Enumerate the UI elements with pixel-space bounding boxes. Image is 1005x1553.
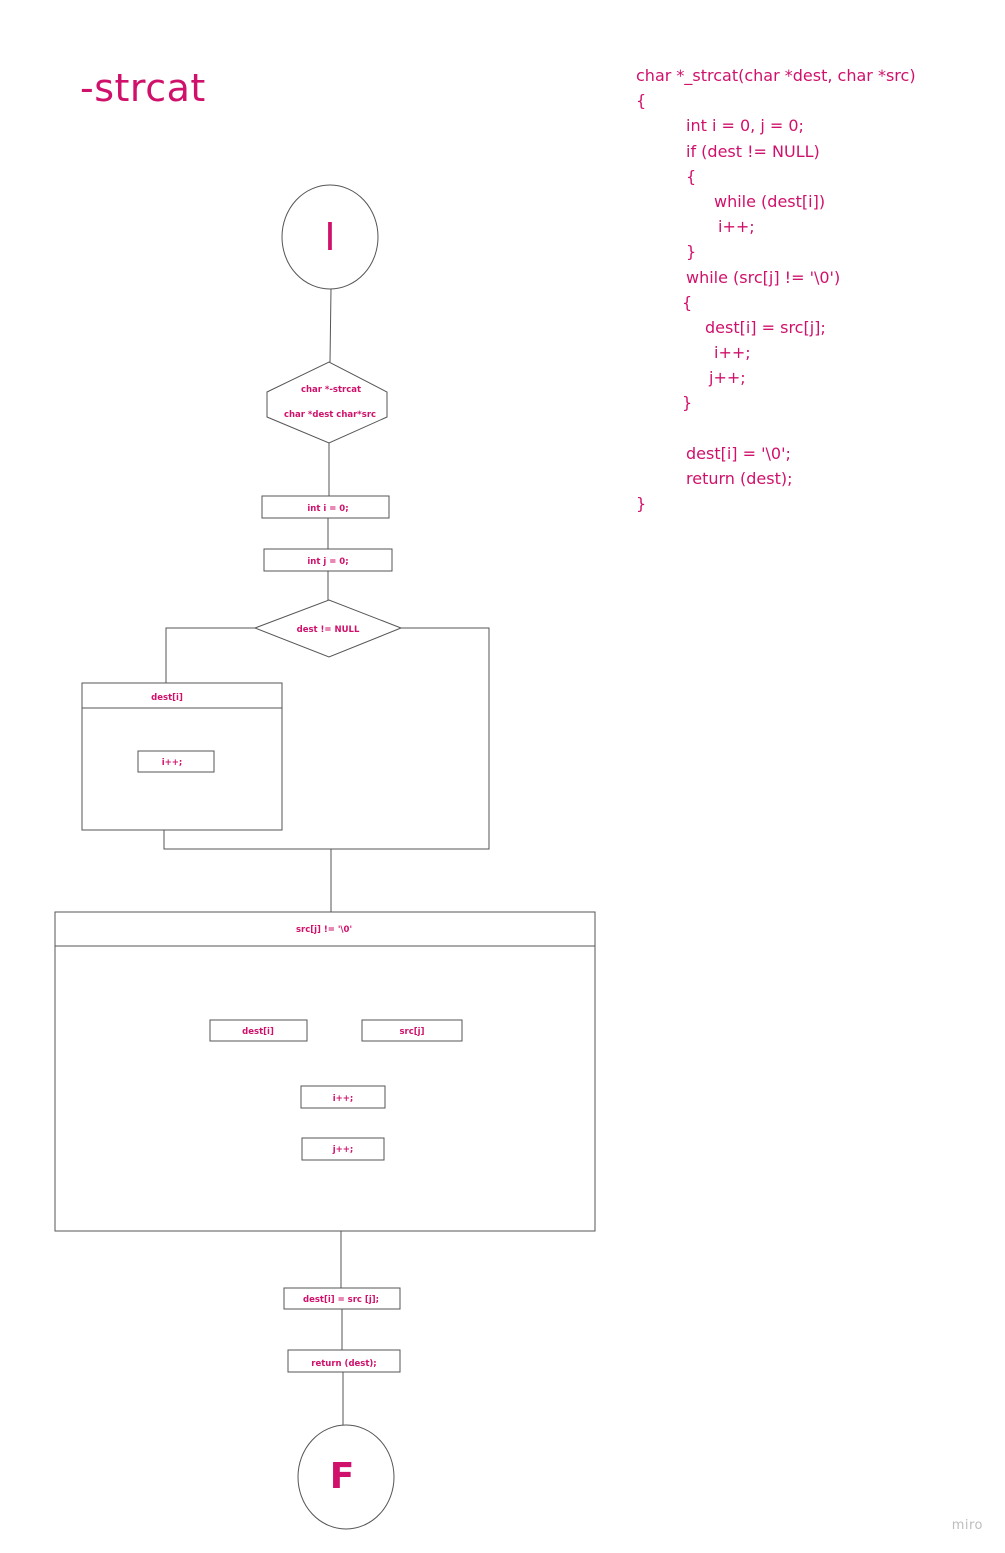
code-line: } — [682, 393, 693, 413]
increment-j-label: j++; — [332, 1145, 354, 1155]
start-label: I — [324, 215, 335, 259]
code-line: } — [636, 494, 647, 514]
start-node[interactable]: I — [281, 184, 379, 290]
assign-right-box — [361, 1019, 463, 1042]
increment-i-box — [300, 1085, 386, 1109]
null-terminate-node[interactable]: dest[i] = src [j]; — [283, 1287, 401, 1310]
code-line: while (dest[i]) — [714, 191, 826, 211]
connectors — [163, 288, 490, 1425]
loop-src-header: src[j] != '\0' — [296, 925, 352, 935]
code-line: int i = 0, j = 0; — [686, 116, 804, 136]
return-node[interactable]: return (dest); — [287, 1349, 401, 1373]
assign-right-label: src[j] — [400, 1027, 425, 1037]
condition-dest-label: dest != NULL — [297, 625, 360, 635]
code-line: } — [686, 242, 697, 262]
code-line: if (dest != NULL) — [686, 141, 820, 161]
return-box — [287, 1349, 401, 1373]
code-line: { — [682, 292, 693, 312]
init-j-box — [263, 548, 393, 572]
loop-src-node[interactable]: src[j] != '\0' dest[i] src[j] i++; j++; — [54, 911, 596, 1232]
condition-dest-shape — [253, 599, 403, 658]
connector-condition-yes — [165, 627, 255, 683]
miro-watermark: miro — [951, 1518, 983, 1533]
code-line: j++; — [709, 368, 746, 388]
function-header-line1: char *-strcat — [301, 385, 361, 395]
code-line: i++; — [714, 343, 751, 363]
function-header-node[interactable]: char *-strcat char *dest char*src — [266, 361, 388, 444]
assign-left-box — [209, 1019, 308, 1042]
null-terminate-box — [283, 1287, 401, 1310]
end-circle — [297, 1424, 395, 1530]
increment-i-label: i++; — [333, 1094, 354, 1104]
code-line: char *_strcat(char *dest, char *src) — [636, 66, 916, 85]
code-line: dest[i] = '\0'; — [686, 443, 791, 463]
function-header-shape — [266, 361, 388, 444]
connector-condition-no-merge — [163, 627, 490, 850]
end-label: F — [330, 1456, 355, 1497]
flowchart-diagram: I char *-strcat char *dest char*src int … — [54, 184, 596, 1530]
assign-left-label: dest[i] — [242, 1027, 274, 1037]
code-line — [636, 416, 916, 441]
condition-dest-node[interactable]: dest != NULL — [253, 599, 403, 658]
increment-j-box — [301, 1137, 385, 1161]
init-i-node[interactable]: int i = 0; — [261, 495, 390, 519]
init-j-node[interactable]: int j = 0; — [263, 548, 393, 572]
init-j-label: int j = 0; — [307, 557, 348, 567]
function-header-line2: char *dest char*src — [284, 410, 376, 420]
init-i-box — [261, 495, 390, 519]
loop-dest-node[interactable]: dest[i] i++; — [81, 682, 283, 831]
page-title: -strcat — [80, 66, 206, 110]
return-label: return (dest); — [311, 1359, 376, 1369]
end-node[interactable]: F — [297, 1424, 395, 1530]
connector-start-to-header — [329, 288, 332, 363]
code-line: return (dest); — [686, 469, 793, 488]
init-i-label: int i = 0; — [307, 504, 348, 514]
code-listing: char *_strcat(char *dest, char *src) { int… — [636, 63, 916, 516]
code-line: i++; — [718, 217, 755, 237]
code-line: dest[i] = src[j]; — [705, 317, 826, 337]
code-line: { — [636, 91, 647, 111]
code-line: { — [686, 166, 697, 186]
code-line: while (src[j] != '\0') — [686, 267, 841, 287]
loop-dest-header: dest[i] — [151, 693, 183, 703]
loop-dest-body-label: i++; — [162, 758, 183, 768]
null-terminate-label: dest[i] = src [j]; — [303, 1295, 379, 1305]
loop-src-container — [54, 911, 596, 1232]
start-circle — [281, 184, 379, 290]
loop-dest-body-box — [137, 750, 215, 773]
